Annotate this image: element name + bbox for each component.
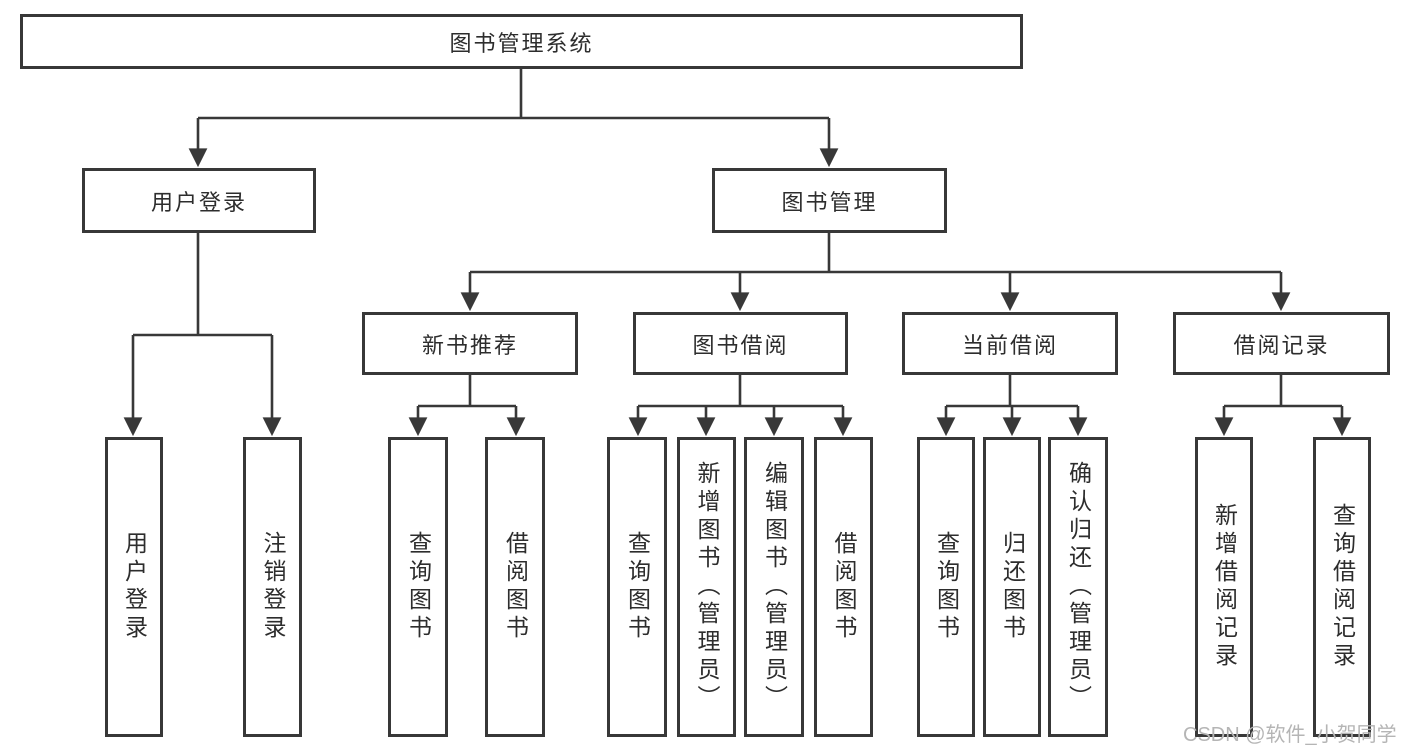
leaf-label: 查询借阅记录 (1329, 503, 1356, 671)
node-new-book-recommendation: 新书推荐 (362, 312, 578, 375)
leaf-query-books-current: 查询图书 (917, 437, 975, 737)
leaf-add-borrow-record: 新增借阅记录 (1195, 437, 1253, 737)
leaf-borrow-books-borrowing: 借阅图书 (814, 437, 873, 737)
leaf-label: 借阅图书 (831, 531, 857, 643)
leaf-label: 注销登录 (260, 531, 286, 643)
leaf-label: 借阅图书 (502, 531, 529, 643)
leaf-add-book-admin: 新增图书（管理员） (677, 437, 736, 737)
leaf-borrow-books-recommend: 借阅图书 (485, 437, 545, 737)
leaf-label: 编辑图书（管理员） (761, 461, 788, 713)
node-book-management: 图书管理 (712, 168, 947, 233)
leaf-query-books-recommend: 查询图书 (388, 437, 448, 737)
leaf-logout: 注销登录 (243, 437, 302, 737)
node-library-management-system: 图书管理系统 (20, 14, 1023, 69)
node-borrowing-records: 借阅记录 (1173, 312, 1390, 375)
leaf-query-borrow-record: 查询借阅记录 (1313, 437, 1371, 737)
leaf-user-login: 用户登录 (105, 437, 163, 737)
node-user-login: 用户登录 (82, 168, 316, 233)
node-book-borrowing: 图书借阅 (633, 312, 848, 375)
leaf-label: 查询图书 (405, 531, 432, 643)
leaf-label: 查询图书 (933, 531, 960, 643)
leaf-label: 新增图书（管理员） (694, 461, 720, 713)
csdn-watermark: CSDN @软件_小贺同学 (1183, 724, 1397, 746)
leaf-query-books-borrowing: 查询图书 (607, 437, 667, 737)
leaf-label: 归还图书 (999, 531, 1026, 643)
leaf-return-books: 归还图书 (983, 437, 1041, 737)
leaf-edit-book-admin: 编辑图书（管理员） (744, 437, 804, 737)
leaf-label: 用户登录 (121, 531, 148, 643)
leaf-label: 查询图书 (624, 531, 651, 643)
leaf-label: 确认归还（管理员） (1065, 461, 1092, 713)
leaf-confirm-return-admin: 确认归还（管理员） (1048, 437, 1108, 737)
leaf-label: 新增借阅记录 (1211, 503, 1238, 671)
node-current-borrowing: 当前借阅 (902, 312, 1118, 375)
